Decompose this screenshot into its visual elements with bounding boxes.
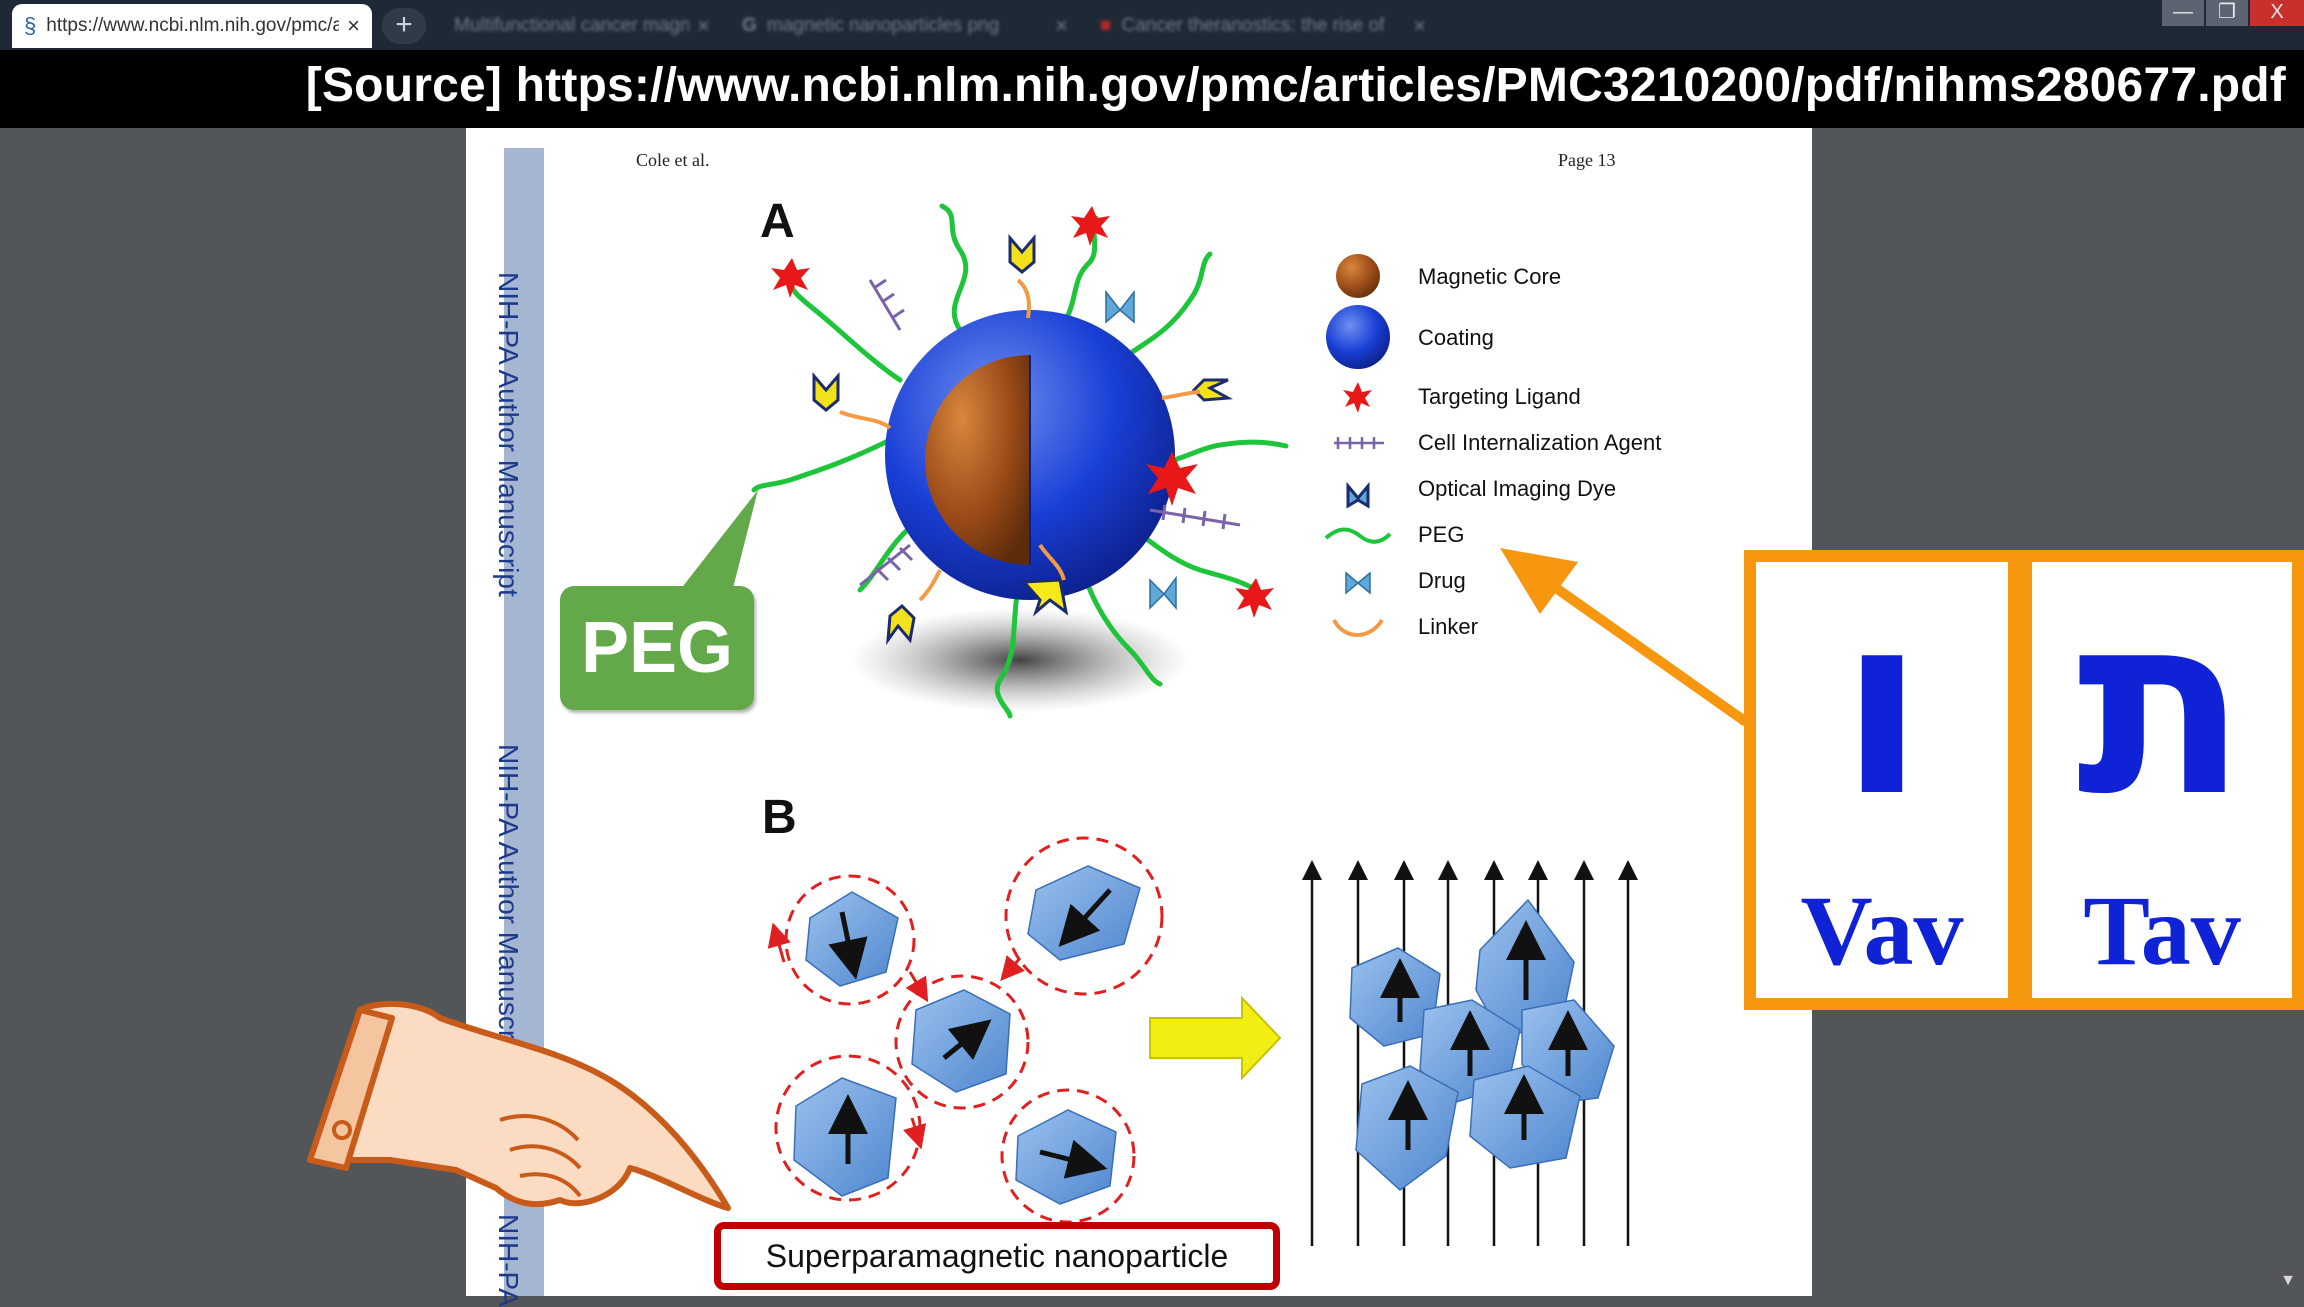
maximize-button[interactable]: ❐ [2206, 0, 2248, 26]
vav-hebrew-letter: ו [1839, 560, 1925, 851]
blue-sphere-icon [1326, 305, 1390, 369]
legend-label-drug: Drug [1418, 568, 1466, 593]
tav-latin-label: Tav [2083, 875, 2241, 986]
legend-label-coating: Coating [1418, 325, 1494, 350]
tab-title: https://www.ncbi.nlm.nih.gov/pmc/article… [46, 15, 340, 36]
window-close-button[interactable]: X [2250, 0, 2304, 26]
minimize-button[interactable]: — [2162, 0, 2204, 26]
panel-a-label: A [760, 195, 795, 248]
source-banner-text: [Source] https://www.ncbi.nlm.nih.gov/pm… [305, 59, 2286, 112]
pdf-header-author: Cole et al. [636, 150, 710, 170]
legend-label-cell-internalization-agent: Cell Internalization Agent [1418, 430, 1662, 455]
nanoparticle-diagram [751, 203, 1289, 719]
random-nanoparticles [767, 836, 1164, 1224]
superparamagnetic-label: Superparamagnetic nanoparticle [714, 1222, 1280, 1290]
tav-letter-box: ת Tav [2020, 550, 2304, 1010]
tab-title: magnetic nanoparticles png [766, 15, 1000, 36]
tab-title: Multifunctional cancer magnetic nanopart… [454, 15, 690, 36]
yellow-arrow [1149, 995, 1282, 1081]
tav-hebrew-letter: ת [2076, 560, 2248, 851]
peg-callout-pointer [680, 490, 758, 600]
orange-arrow [1500, 548, 1749, 727]
peg-callout: PEG [560, 586, 754, 710]
pdf-page [466, 128, 1812, 1296]
tab-close-icon[interactable]: × [1413, 13, 1426, 38]
cell-internalization-icons [859, 278, 1241, 587]
google-favicon-icon: G [742, 15, 757, 36]
red-favicon-icon: ■ [1100, 15, 1112, 36]
plus-chain-icon [1334, 437, 1384, 449]
scroll-down-arrow-icon[interactable]: ▼ [2280, 1272, 2296, 1289]
source-banner: [Source] https://www.ncbi.nlm.nih.gov/pm… [0, 50, 2304, 128]
brown-sphere-icon [1336, 254, 1380, 298]
tab-active[interactable]: § https://www.ncbi.nlm.nih.gov/pmc/artic… [12, 4, 372, 48]
orange-arc-icon [1332, 618, 1384, 637]
targeting-ligand-icons [771, 206, 1274, 618]
tab-title: Cancer theranostics: the rise of [1121, 15, 1385, 36]
tab-4[interactable]: ■ Cancer theranostics: the rise of × [1088, 4, 1438, 48]
legend-icons [1324, 254, 1392, 637]
tab-close-icon[interactable]: × [1055, 13, 1068, 38]
panel-b-label: B [762, 791, 797, 844]
tab-close-icon[interactable]: × [697, 13, 710, 38]
legend-label-linker: Linker [1418, 614, 1478, 639]
pointing-hand-icon [307, 1000, 731, 1211]
ncbi-favicon-icon: § [24, 13, 37, 38]
linker-icons [839, 278, 1201, 602]
legend-label-optical-imaging-dye: Optical Imaging Dye [1418, 476, 1617, 501]
chevron-marker-icon [1346, 481, 1370, 509]
tab-2[interactable]: Multifunctional cancer magnetic nanopart… [432, 4, 722, 48]
pdf-header-page: Page 13 [1558, 150, 1616, 170]
vav-letter-box: ו Vav [1744, 550, 2020, 1010]
browser-tab-bar: § https://www.ncbi.nlm.nih.gov/pmc/artic… [0, 0, 2304, 50]
optical-imaging-dye-icons [812, 233, 1234, 646]
legend-label-magnetic-core: Magnetic Core [1418, 264, 1562, 289]
bowtie-icon [1345, 571, 1371, 595]
tab-close-icon[interactable]: × [347, 13, 360, 38]
legend-label-targeting-ligand: Targeting Ligand [1418, 384, 1581, 409]
window-controls: — ❐ X [2160, 0, 2304, 26]
drug-icons [1105, 289, 1177, 611]
aligned-nanoparticles [1302, 860, 1638, 1246]
green-wave-icon [1324, 527, 1392, 544]
tab-3[interactable]: G magnetic nanoparticles png × [730, 4, 1080, 48]
red-star-icon [1343, 382, 1372, 413]
vav-latin-label: Vav [1800, 875, 1964, 986]
legend-label-peg: PEG [1418, 522, 1465, 547]
new-tab-button[interactable]: + [382, 8, 426, 44]
